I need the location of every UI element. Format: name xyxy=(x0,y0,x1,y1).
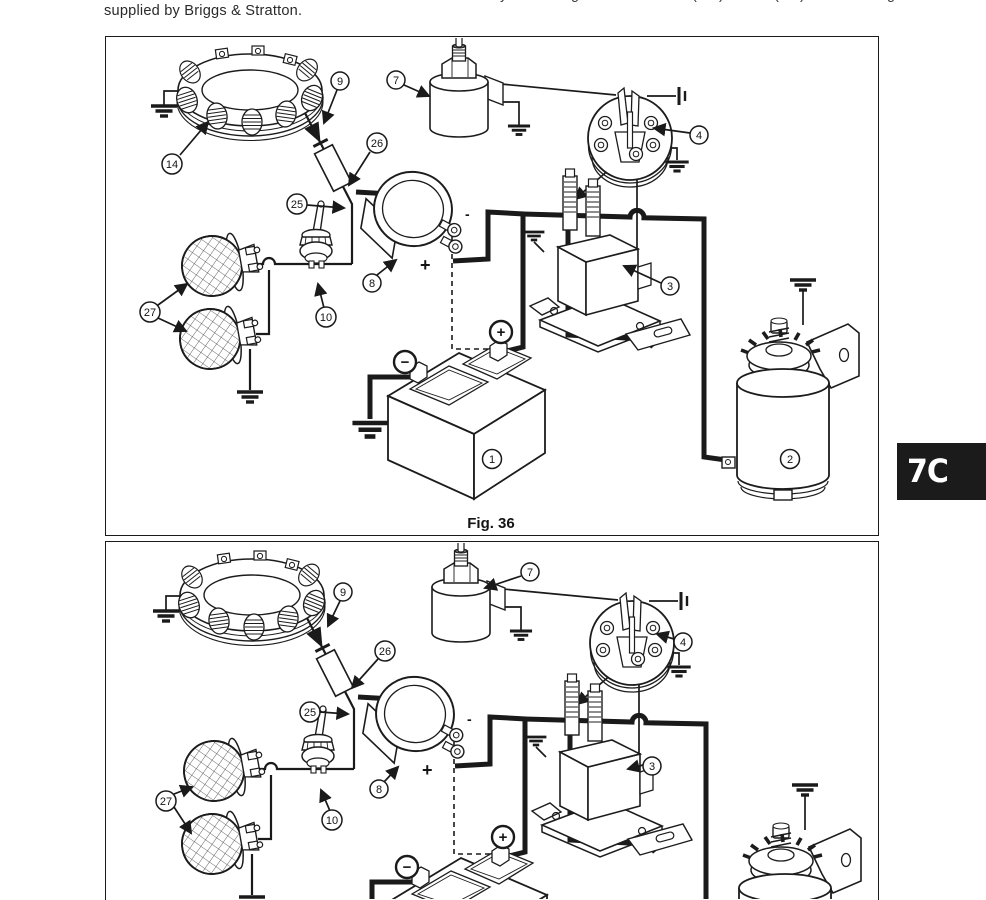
svg-text:3: 3 xyxy=(667,281,673,293)
figure-caption: Fig. 36 xyxy=(467,515,515,532)
callout-27: 27 xyxy=(155,790,177,812)
svg-text:14: 14 xyxy=(166,159,178,171)
cropped-text-line: y g ( ) ( ) g xyxy=(0,0,986,4)
svg-text:4: 4 xyxy=(696,130,702,142)
svg-text:25: 25 xyxy=(304,707,316,719)
callout-10: 10 xyxy=(315,306,337,328)
callout-26: 26 xyxy=(374,640,396,662)
text-fragment: g xyxy=(887,0,895,3)
svg-text:26: 26 xyxy=(371,138,383,150)
wiring-diagram-fig36: 14 9 26 25 7 4 8 10 27 3 Fig. 36 xyxy=(139,38,877,532)
svg-text:25: 25 xyxy=(291,199,303,211)
svg-text:9: 9 xyxy=(340,587,346,599)
callout-3: 3 xyxy=(642,756,662,776)
section-tab: 7C xyxy=(897,443,986,500)
fig2-callouts: 9 26 25 7 4 8 10 27 3 xyxy=(155,562,693,835)
svg-text:26: 26 xyxy=(379,646,391,658)
callout-26: 26 xyxy=(366,132,388,154)
svg-text:7: 7 xyxy=(527,567,533,579)
section-tab-label: 7C xyxy=(907,452,949,491)
callout-9: 9 xyxy=(333,582,353,602)
text-fragment: ) xyxy=(719,0,724,3)
callout-14: 14 xyxy=(161,153,183,175)
callout-8: 8 xyxy=(362,273,382,293)
text-fragment: ( xyxy=(692,0,697,3)
callout-10: 10 xyxy=(321,809,343,831)
callout-8: 8 xyxy=(369,779,389,799)
text-fragment: ) xyxy=(800,0,805,3)
svg-text:9: 9 xyxy=(337,76,343,88)
svg-text:8: 8 xyxy=(369,278,375,290)
svg-text:3: 3 xyxy=(649,761,655,773)
svg-text:27: 27 xyxy=(144,307,156,319)
fig1-callouts: 14 9 26 25 7 4 8 10 27 3 xyxy=(139,70,709,333)
callout-25: 25 xyxy=(286,193,308,215)
text-fragment: ( xyxy=(774,0,779,3)
text-fragment: y xyxy=(500,0,507,3)
svg-text:10: 10 xyxy=(326,815,338,827)
callout-7: 7 xyxy=(520,562,540,582)
callout-9: 9 xyxy=(330,71,350,91)
svg-text:10: 10 xyxy=(320,312,332,324)
svg-text:4: 4 xyxy=(680,637,686,649)
body-text: supplied by Briggs & Stratton. xyxy=(104,3,303,19)
callout-3: 3 xyxy=(660,276,680,296)
callout-7: 7 xyxy=(386,70,406,90)
callout-25: 25 xyxy=(299,701,321,723)
wiring-diagram-figure2: 9 26 25 7 4 8 10 27 3 xyxy=(107,543,877,899)
callout-4: 4 xyxy=(673,632,693,652)
text-fragment: g xyxy=(571,0,579,3)
callout-4: 4 xyxy=(689,125,709,145)
svg-text:8: 8 xyxy=(376,784,382,796)
svg-text:7: 7 xyxy=(393,75,399,87)
callout-27: 27 xyxy=(139,301,161,323)
svg-text:27: 27 xyxy=(160,796,172,808)
